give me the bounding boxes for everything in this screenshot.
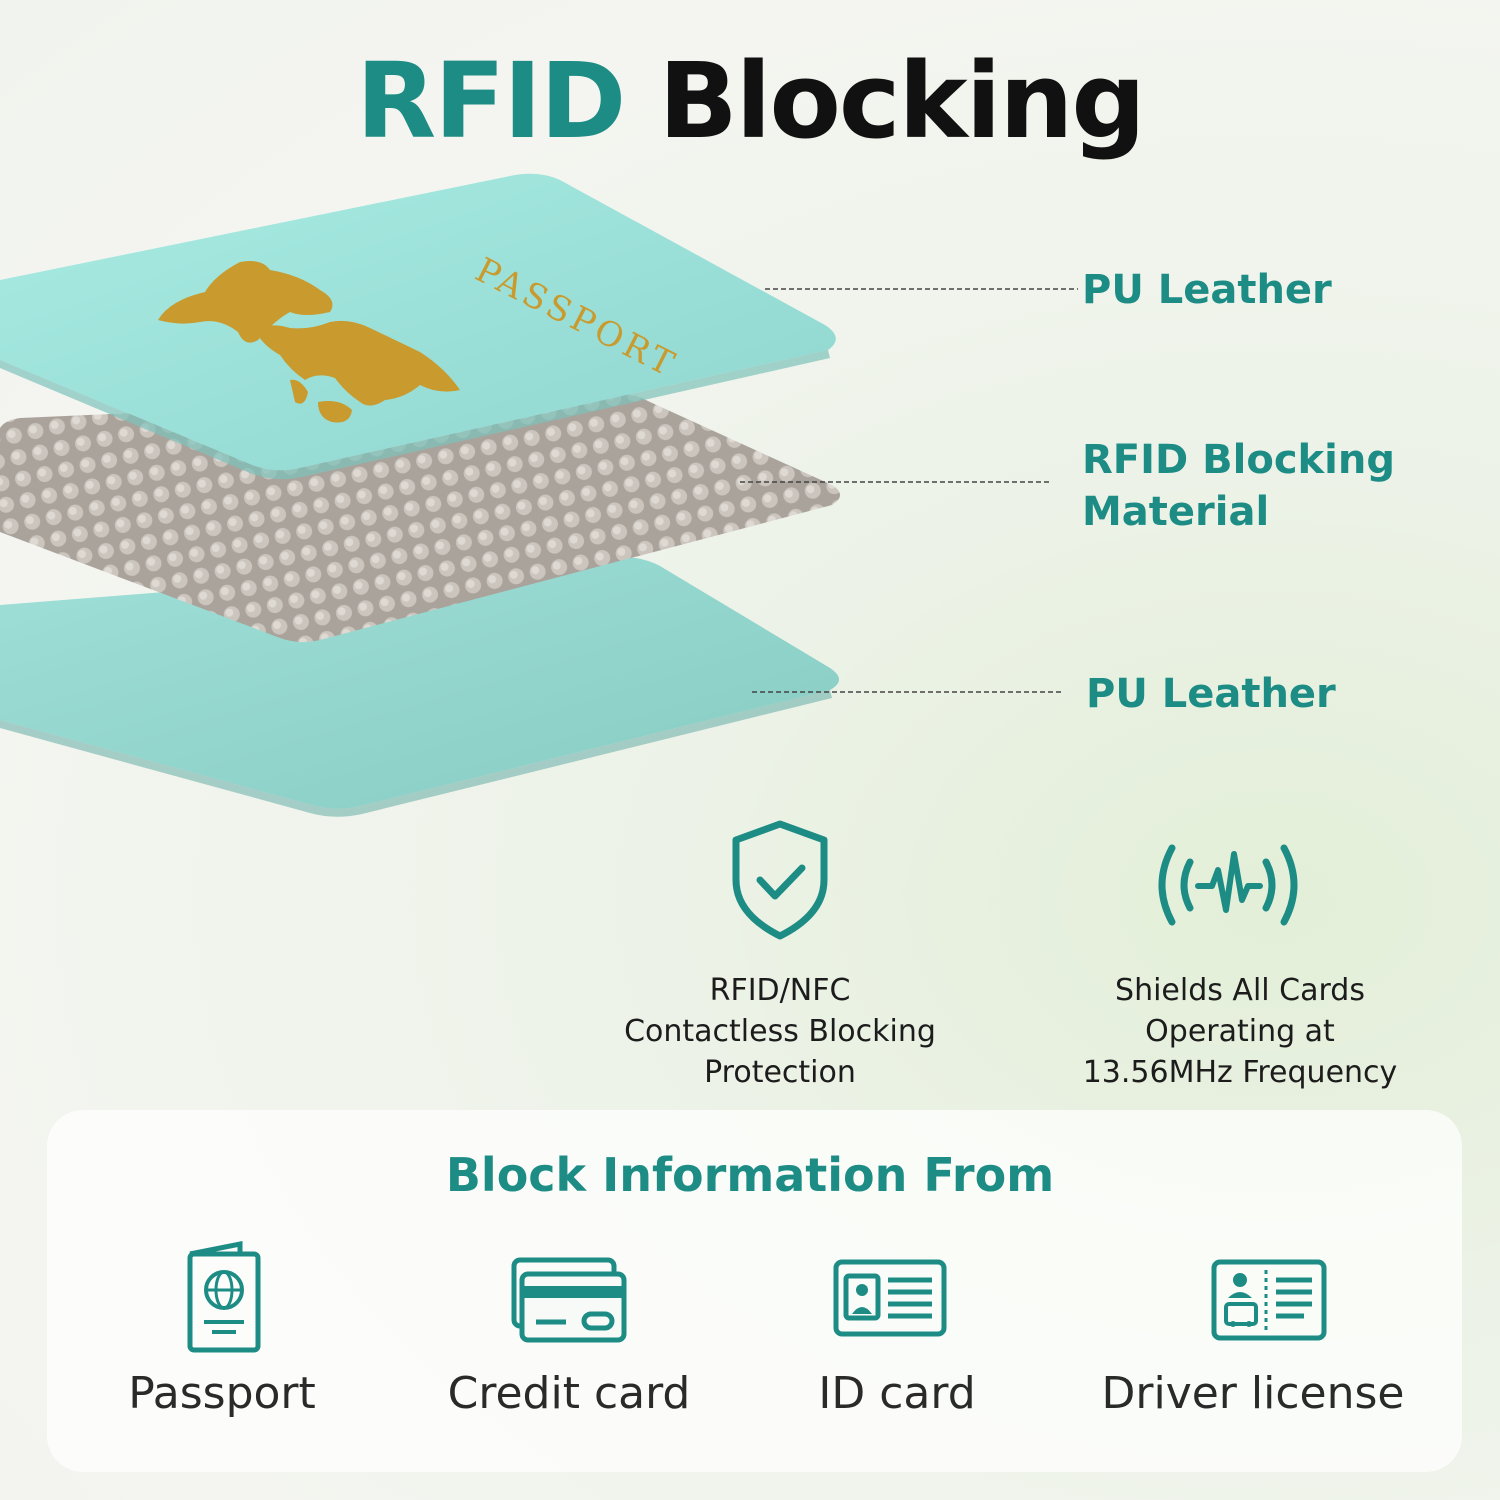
layer-illustration xyxy=(0,173,840,817)
leader-lines xyxy=(740,288,1078,693)
block-item-passport: Passport xyxy=(128,1368,316,1419)
layer-label-bottom: PU Leather xyxy=(1086,671,1336,717)
block-item-driver-license: Driver license xyxy=(1101,1368,1405,1419)
feature-frequency-text: Shields All Cards Operating at 13.56MHz … xyxy=(1082,973,1398,1090)
signal-wave-icon xyxy=(1158,844,1298,926)
driver-license-icon xyxy=(1211,1259,1327,1341)
layer-label-middle: RFID Blocking Material xyxy=(1082,437,1395,535)
bottom-leather-layer xyxy=(0,556,839,809)
block-info-title: Block Information From xyxy=(445,1148,1055,1202)
layer-label-top: PU Leather xyxy=(1082,267,1332,313)
page-title: RFID Blocking xyxy=(0,40,1500,162)
block-info-panel xyxy=(47,1110,1462,1472)
title-accent: RFID xyxy=(356,40,626,162)
block-item-id-card: ID card xyxy=(818,1368,976,1419)
top-leather-layer xyxy=(0,173,836,471)
id-card-icon xyxy=(833,1259,947,1337)
feature-rfid-nfc-text: RFID/NFC Contactless Blocking Protection xyxy=(624,973,936,1090)
world-map-graphic xyxy=(158,261,460,423)
shield-check-icon xyxy=(732,820,828,940)
credit-card-icon xyxy=(511,1257,627,1343)
block-item-credit-card: Credit card xyxy=(447,1368,691,1419)
title-rest: Blocking xyxy=(658,40,1146,162)
passport-icon xyxy=(187,1240,261,1353)
